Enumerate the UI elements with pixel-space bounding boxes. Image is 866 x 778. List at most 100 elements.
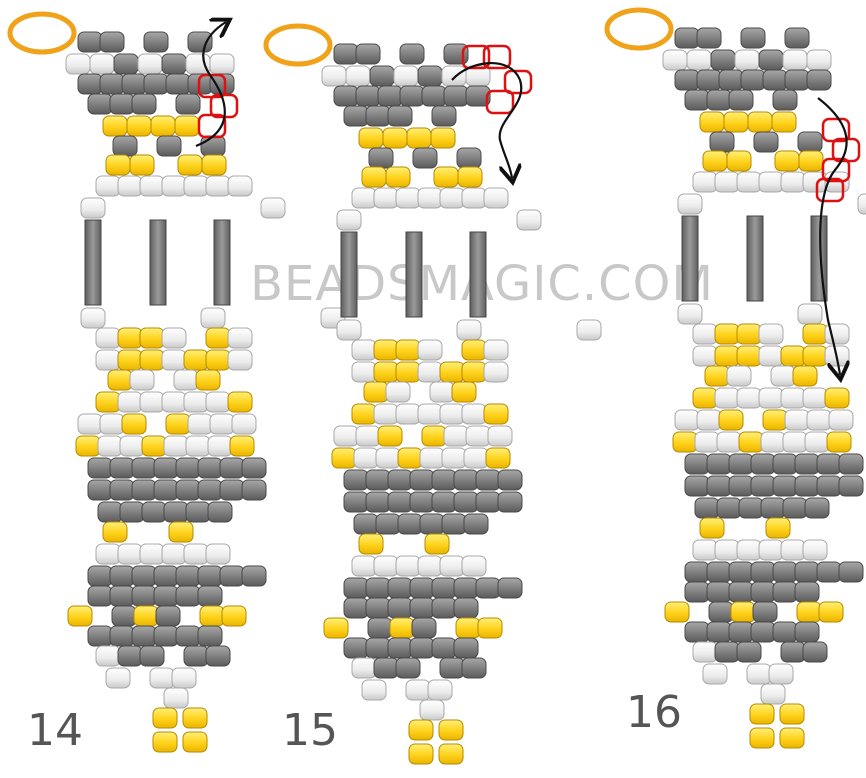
dark-gray-bead (476, 470, 500, 490)
yellow-bead (737, 346, 761, 366)
dark-gray-bead (154, 480, 178, 500)
light-gray-bead (759, 388, 783, 408)
yellow-bead (731, 602, 755, 622)
dark-gray-bead (114, 54, 138, 74)
dark-gray-bead (751, 562, 775, 582)
light-gray-bead (577, 320, 601, 340)
light-gray-bead (442, 66, 466, 86)
light-gray-bead (769, 664, 793, 684)
light-gray-bead (829, 410, 853, 430)
yellow-bead (122, 414, 146, 434)
light-gray-bead (420, 700, 444, 720)
light-gray-bead (352, 340, 376, 360)
dark-gray-bead (242, 480, 266, 500)
light-gray-bead (442, 448, 466, 468)
light-gray-bead (484, 188, 508, 208)
dark-gray-bead (741, 70, 765, 90)
light-gray-bead (484, 340, 508, 360)
dark-gray-bead (186, 502, 210, 522)
step-15-panel (266, 26, 601, 764)
dark-gray-bead (366, 638, 390, 658)
dark-gray-bead (132, 566, 156, 586)
light-gray-bead (96, 646, 120, 666)
light-gray-bead (162, 328, 186, 348)
dark-gray-bead (707, 454, 731, 474)
dark-gray-bead (729, 90, 753, 110)
bugle-bead (85, 220, 101, 305)
dark-gray-bead (795, 454, 819, 474)
dark-gray-bead (773, 476, 797, 496)
dark-gray-bead (142, 502, 166, 522)
dark-gray-bead (412, 618, 436, 638)
dark-gray-bead (356, 44, 380, 64)
light-gray-bead (352, 658, 376, 678)
light-gray-bead (354, 448, 378, 468)
dark-gray-bead (707, 90, 731, 110)
light-gray-bead (805, 432, 829, 452)
dark-gray-bead (839, 454, 863, 474)
light-gray-bead (484, 362, 508, 382)
dark-gray-bead (685, 454, 709, 474)
dark-gray-bead (454, 470, 478, 490)
dark-gray-bead (675, 70, 699, 90)
light-gray-bead (727, 366, 751, 386)
light-gray-bead (428, 680, 452, 700)
dark-gray-bead (432, 598, 456, 618)
dark-gray-bead (400, 44, 424, 64)
dark-gray-bead (388, 470, 412, 490)
yellow-bead (665, 602, 689, 622)
light-gray-bead (678, 194, 702, 214)
yellow-bead (178, 155, 202, 175)
dark-gray-bead (444, 86, 468, 106)
light-gray-bead (717, 432, 741, 452)
step-14-panel (10, 14, 345, 752)
light-gray-bead (695, 432, 719, 452)
light-gray-bead (150, 668, 174, 688)
yellow-bead (407, 128, 431, 148)
light-gray-bead (374, 556, 398, 576)
yellow-bead (693, 388, 717, 408)
light-gray-bead (228, 328, 252, 348)
yellow-bead (486, 448, 510, 468)
dark-gray-bead (817, 454, 841, 474)
dark-gray-bead (88, 480, 112, 500)
yellow-bead (228, 392, 252, 412)
yellow-bead (780, 704, 804, 724)
light-gray-bead (440, 556, 464, 576)
dark-gray-bead (839, 562, 863, 582)
yellow-bead (748, 112, 772, 132)
light-gray-bead (184, 544, 208, 564)
dark-gray-bead (739, 498, 763, 518)
light-gray-bead (406, 680, 430, 700)
light-gray-bead (228, 176, 252, 196)
dark-gray-bead (344, 492, 368, 512)
dark-gray-bead (785, 28, 809, 48)
light-gray-bead (715, 540, 739, 560)
light-gray-bead (771, 366, 795, 386)
light-gray-bead (693, 540, 717, 560)
yellow-bead (434, 167, 458, 187)
yellow-bead (183, 708, 207, 728)
yellow-bead (409, 720, 433, 740)
yellow-bead (793, 366, 817, 386)
dark-gray-bead (100, 74, 124, 94)
dark-gray-bead (675, 28, 699, 48)
dark-gray-bead (751, 582, 775, 602)
light-gray-bead (785, 410, 809, 430)
dark-gray-bead (388, 578, 412, 598)
light-gray-bead (334, 426, 358, 446)
light-gray-bead (462, 404, 486, 424)
yellow-bead (739, 432, 763, 452)
dark-gray-bead (685, 562, 709, 582)
yellow-bead (799, 151, 823, 171)
yellow-bead (108, 370, 132, 390)
light-gray-bead (206, 544, 230, 564)
dark-gray-bead (454, 638, 478, 658)
connector-ring (266, 26, 330, 64)
light-gray-bead (798, 304, 822, 324)
light-gray-bead (261, 198, 285, 218)
dark-gray-bead (476, 578, 500, 598)
dark-gray-bead (795, 476, 819, 496)
light-gray-bead (418, 188, 442, 208)
dark-gray-bead (410, 578, 434, 598)
